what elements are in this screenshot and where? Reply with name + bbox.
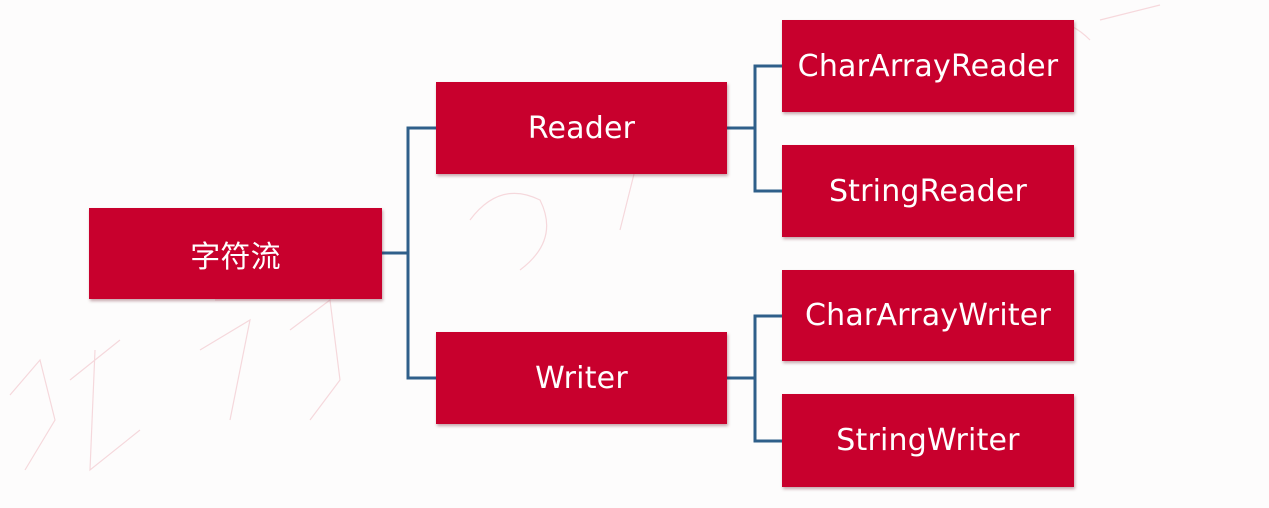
node-label: CharArrayWriter (804, 298, 1052, 333)
node-label: StringReader (828, 173, 1028, 209)
node-char-array-reader: CharArrayReader (782, 20, 1074, 112)
node-label: Writer (535, 360, 628, 396)
node-string-reader: StringReader (782, 145, 1074, 237)
node-label: CharArrayReader (797, 48, 1059, 84)
connector-reader-to-children (725, 64, 784, 193)
node-char-array-writer: CharArrayWriter (782, 270, 1074, 361)
node-writer: Writer (436, 332, 727, 424)
connector-root-to-branches (380, 126, 438, 380)
node-reader: Reader (436, 82, 727, 174)
node-string-writer: StringWriter (782, 394, 1074, 487)
node-label: StringWriter (836, 423, 1020, 458)
node-character-stream: 字符流 (89, 208, 382, 299)
connector-writer-to-children (725, 314, 784, 443)
node-label: 字符流 (190, 239, 281, 275)
node-label: Reader (527, 110, 636, 146)
